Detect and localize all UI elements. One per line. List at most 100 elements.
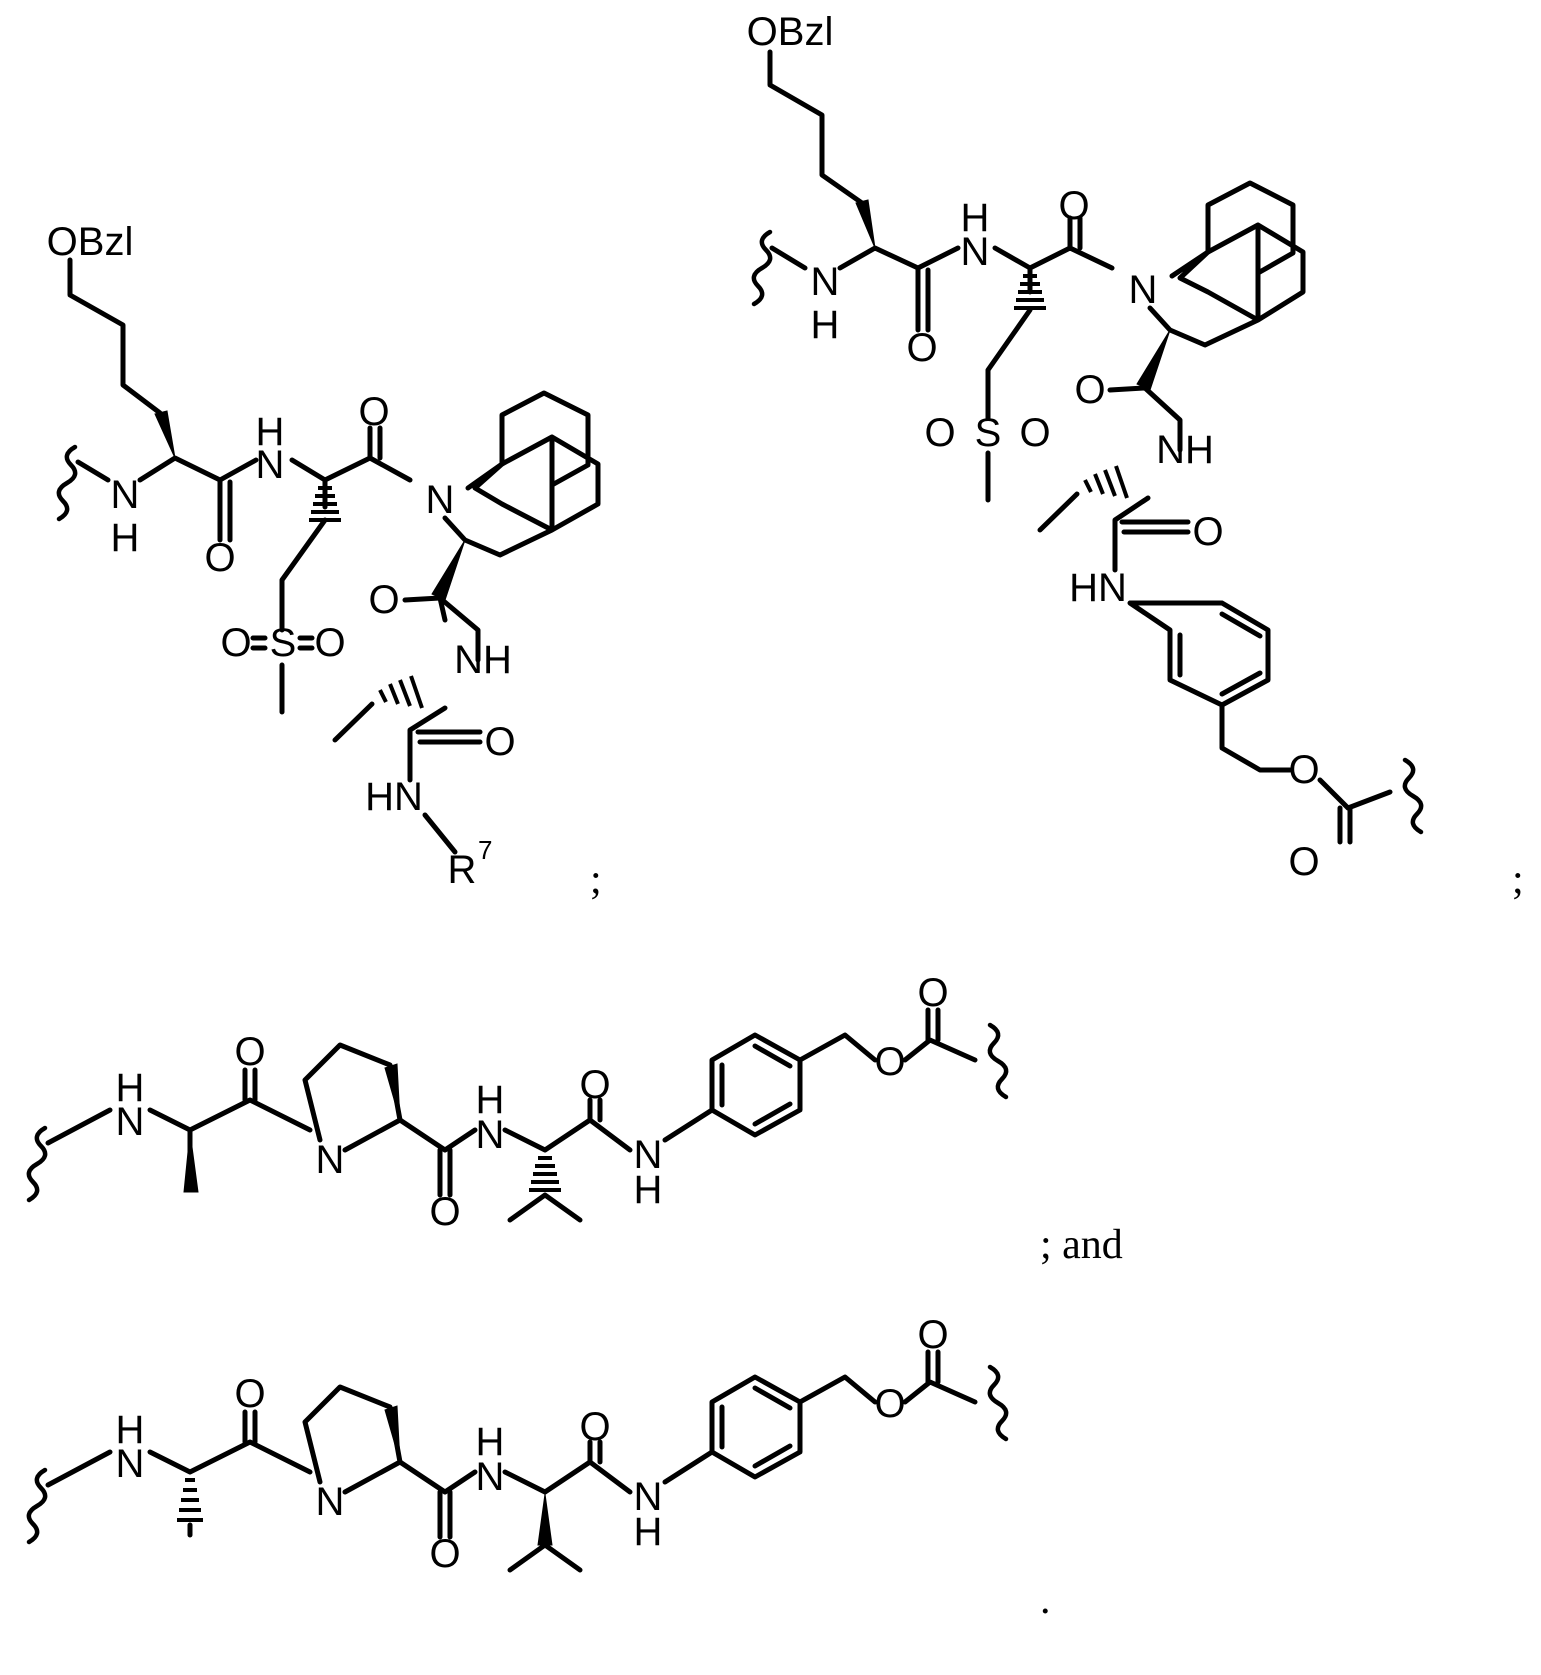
sulfur-label: S bbox=[975, 411, 1002, 455]
anilide-h-label: H bbox=[634, 1510, 663, 1554]
structure-2: OBzl N H H N O O N O S O O NH O HN O O ; bbox=[747, 10, 1524, 903]
wavy-attachment-bond bbox=[29, 1470, 45, 1542]
nh-n-label: N bbox=[116, 1100, 145, 1144]
wedge-bond-ring bbox=[432, 540, 465, 600]
sulfone-chain-bonds bbox=[988, 310, 1030, 500]
isopropyl-bonds bbox=[510, 1195, 580, 1220]
anilide-h-label: H bbox=[634, 1168, 663, 1212]
ring-n-label: N bbox=[1129, 268, 1158, 312]
ester-o-label: O bbox=[874, 1382, 905, 1426]
nh-n-label: N bbox=[116, 1442, 145, 1486]
carbonyl-2-bond bbox=[440, 1150, 450, 1195]
hn-label: HN bbox=[365, 775, 423, 819]
backbone-bonds bbox=[48, 1442, 712, 1492]
amide-n-label: N bbox=[256, 443, 285, 487]
wavy-attachment-bond-end bbox=[990, 1367, 1006, 1439]
amide-n-label: N bbox=[961, 230, 990, 274]
ester-o-label: O bbox=[1288, 748, 1319, 792]
methyl-bond bbox=[1040, 494, 1077, 530]
sulfone-o-right-label: O bbox=[1019, 411, 1050, 455]
carbonyl-o-label-2: O bbox=[1058, 184, 1089, 228]
hn-label: HN bbox=[1069, 566, 1127, 610]
carbonyl-o-label-2: O bbox=[358, 390, 389, 434]
carbonyl-1-bond bbox=[245, 1412, 255, 1442]
sulfone-o-left-label: O bbox=[924, 411, 955, 455]
ring-n-label: N bbox=[426, 478, 455, 522]
side-chain-bonds bbox=[70, 260, 160, 413]
carbonyl-o-label-4: O bbox=[484, 720, 515, 764]
structure-4: H N O N O H N O N H O O . bbox=[29, 1313, 1051, 1623]
separator-semicolon-and: ; and bbox=[1040, 1222, 1123, 1268]
wedge-bond-ring bbox=[385, 1064, 400, 1120]
carbonyl-o-label-4: O bbox=[917, 971, 948, 1015]
nh-h-label: H bbox=[811, 303, 840, 347]
pyrrolidine-ring-bonds bbox=[305, 1045, 400, 1150]
isopropyl-bonds bbox=[510, 1545, 580, 1570]
wedge-bond bbox=[538, 1494, 552, 1545]
wedge-bond bbox=[184, 1132, 198, 1192]
nh-label: NH bbox=[454, 638, 512, 682]
obzl-label: OBzl bbox=[47, 220, 134, 264]
wedge-bond bbox=[155, 411, 175, 458]
benzene-ring-bonds bbox=[1130, 603, 1268, 705]
separator-semicolon-2: ; bbox=[1512, 857, 1524, 903]
carbonyl-o-label: O bbox=[234, 1372, 265, 1416]
amide-n-label: N bbox=[476, 1113, 505, 1157]
r-group-superscript: 7 bbox=[478, 835, 492, 865]
structure-1: OBzl N H H N O O N O S O O NH O HN R 7 ; bbox=[47, 220, 602, 903]
carbonyl-o-label-5: O bbox=[1288, 840, 1319, 884]
carbonyl-o-label-4: O bbox=[1192, 510, 1223, 554]
r7-bond bbox=[425, 815, 455, 852]
sulfone-o-right-label: O bbox=[314, 621, 345, 665]
carbonyl-2-bond bbox=[440, 1492, 450, 1537]
wavy-attachment-bond-end bbox=[1405, 760, 1421, 832]
wedge-bond-ring bbox=[385, 1406, 400, 1462]
wedge-bond-ring bbox=[1137, 330, 1170, 390]
bicyclic-ring-bonds bbox=[1150, 225, 1303, 345]
bicyclic-ring-bonds bbox=[445, 437, 598, 555]
nh-h-label: H bbox=[111, 516, 140, 560]
nh-n-label: N bbox=[811, 260, 840, 304]
backbone-bonds bbox=[48, 1100, 712, 1180]
nh-label: NH bbox=[1156, 428, 1214, 472]
carbonyl-o-label-3: O bbox=[1074, 368, 1105, 412]
wavy-attachment-bond-end bbox=[990, 1025, 1006, 1097]
carbonyl-o-label-2: O bbox=[429, 1190, 460, 1234]
benzene-ring-bonds bbox=[712, 1377, 800, 1477]
sulfur-label: S bbox=[270, 621, 297, 665]
separator-period: . bbox=[1040, 1577, 1051, 1623]
carbonyl-o-label: O bbox=[204, 536, 235, 580]
sulfone-o-left-label: O bbox=[220, 621, 251, 665]
carbonyl-o-label-3: O bbox=[579, 1063, 610, 1107]
ring-n-label: N bbox=[316, 1138, 345, 1182]
ester-o-label: O bbox=[874, 1040, 905, 1084]
amide-n-label: N bbox=[476, 1455, 505, 1499]
sulfone-chain-bonds bbox=[253, 520, 325, 712]
structure-3: H N O N O H N O N H O O ; and bbox=[29, 971, 1123, 1268]
wavy-attachment-bond bbox=[29, 1128, 45, 1200]
carbonyl-o-label-4: O bbox=[917, 1313, 948, 1357]
wavy-attachment-bond bbox=[59, 447, 75, 519]
carbonyl-o-label-3: O bbox=[579, 1405, 610, 1449]
obzl-label: OBzl bbox=[747, 10, 834, 54]
hashed-bond-methyl bbox=[380, 676, 422, 708]
hashed-bond bbox=[529, 1158, 561, 1190]
carbonyl-o-label-3: O bbox=[368, 578, 399, 622]
separator-semicolon-1: ; bbox=[590, 857, 602, 903]
carbonyl-1-bond bbox=[220, 480, 230, 540]
methyl-bond bbox=[335, 704, 372, 740]
benzene-ring-bonds bbox=[712, 1035, 800, 1135]
carbonyl-o-label: O bbox=[234, 1030, 265, 1074]
carbonyl-o-label: O bbox=[906, 326, 937, 370]
side-chain-bonds bbox=[770, 52, 862, 203]
hashed-bond-methyl bbox=[1085, 466, 1127, 498]
carbonyl-1-bond bbox=[918, 268, 928, 330]
wavy-attachment-bond bbox=[754, 232, 770, 304]
carbonyl-1-bond bbox=[245, 1070, 255, 1100]
wedge-bond bbox=[856, 200, 875, 248]
pyrrolidine-ring-bonds bbox=[305, 1387, 400, 1492]
carbonyl-o-label-2: O bbox=[429, 1532, 460, 1576]
ring-n-label: N bbox=[316, 1480, 345, 1524]
r-group-label: R bbox=[448, 848, 477, 892]
